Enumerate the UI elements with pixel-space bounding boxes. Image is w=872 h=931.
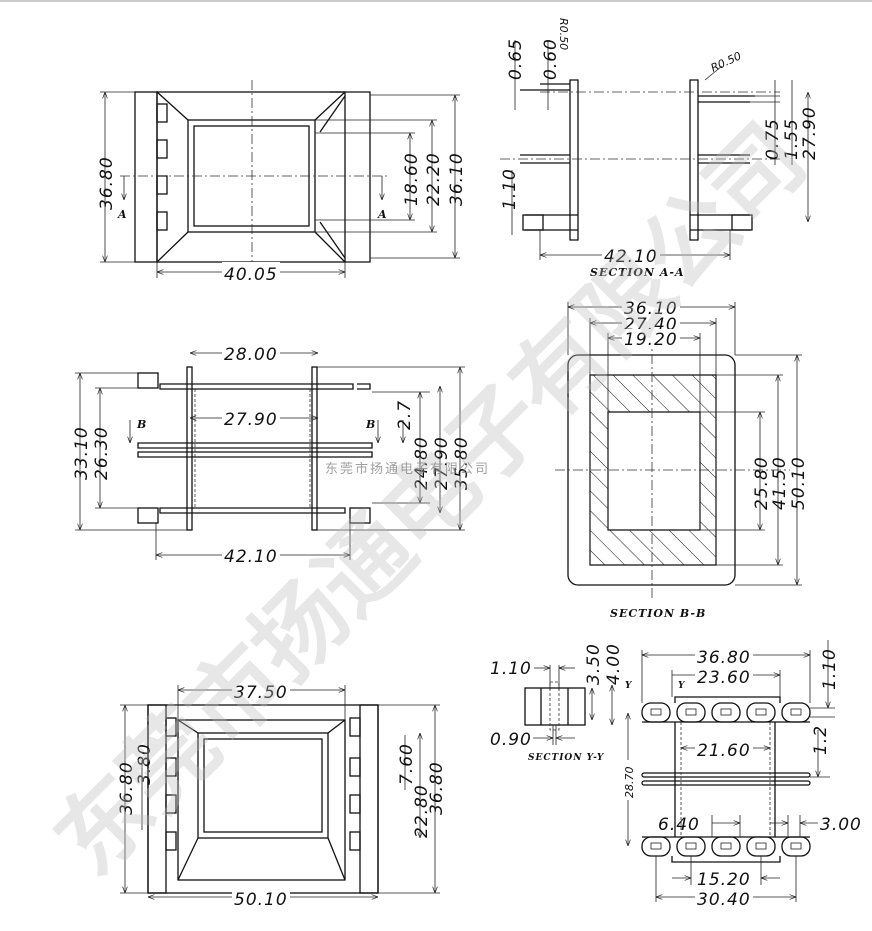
dim-1-2: 1.2 [811, 725, 831, 755]
dim-1-10: 1.10 [500, 168, 520, 210]
dim-35-80: 35.80 [452, 436, 472, 490]
dim-1-10-y: 1.10 [490, 659, 532, 679]
section-marker-y-left: Y [625, 681, 633, 691]
dim-42-10-side: 42.10 [224, 547, 278, 567]
dim-26-30: 26.30 [92, 426, 112, 480]
dim-0-90: 0.90 [490, 730, 532, 750]
dim-36-80-pins: 36.80 [697, 648, 751, 668]
dim-4-00: 4.00 [604, 643, 624, 685]
dim-3-50: 3.50 [584, 643, 604, 685]
dim-22-80: 22.80 [412, 784, 432, 838]
dim-1-10-pins: 1.10 [820, 648, 840, 690]
dim-1-55: 1.55 [782, 118, 802, 160]
side-view: 28.00 27.90 42.10 33.10 26.30 B B 2.7 24… [72, 343, 472, 567]
top-view: 36.80 40.05 18.60 22.20 36.10 A A [97, 80, 467, 285]
section-b-b-view: 36.10 27.40 19.20 25.80 41.50 50.10 SECT… [555, 298, 809, 620]
section-a-a-view: 0.65 0.60 R0.50 R0.50 0.75 1.55 27.90 1.… [500, 18, 820, 279]
section-y-y-title: SECTION Y-Y [528, 753, 605, 763]
dim-27-90-right: 27.90 [432, 436, 452, 490]
dim-3-80: 3.80 [135, 743, 155, 785]
dim-36-10: 36.10 [447, 152, 467, 206]
section-marker-y-right: Y [678, 681, 686, 691]
dim-36-80-right: 36.80 [427, 761, 447, 815]
dim-28-70: 28.70 [623, 767, 636, 799]
dim-41-50: 41.50 [770, 456, 790, 510]
watermark-small: 东莞市扬通电子有限公司 [325, 461, 490, 477]
pin-view: 36.80 23.60 Y Y 21.60 28.70 1.10 1.2 6.4… [619, 640, 862, 910]
section-marker-b-left: B [136, 418, 147, 431]
dim-24-80: 24.80 [412, 436, 432, 490]
radius-right: R0.50 [709, 49, 744, 74]
dim-33-10: 33.10 [72, 426, 92, 480]
section-y-y-view: 1.10 0.90 3.50 4.00 SECTION Y-Y [490, 643, 624, 763]
dim-27-90: 27.90 [224, 410, 278, 430]
dim-0-65: 0.65 [506, 38, 526, 80]
dim-22-20: 22.20 [424, 152, 444, 206]
dim-19-20: 19.20 [624, 330, 678, 350]
dim-28-00: 28.00 [224, 345, 278, 365]
radius-left: R0.50 [557, 18, 570, 50]
dim-36-80-left: 36.80 [117, 761, 137, 815]
dim-42-10: 42.10 [604, 247, 658, 267]
dim-6-40: 6.40 [658, 815, 700, 835]
section-marker-b-right: B [365, 418, 376, 431]
dim-50-10-b: 50.10 [789, 456, 809, 510]
bottom-view: 37.50 50.10 36.80 3.80 7.60 22.80 36.80 [117, 681, 447, 910]
dim-0-75: 0.75 [763, 118, 783, 160]
dim-2-7: 2.7 [395, 400, 415, 430]
dim-18-60: 18.60 [402, 152, 422, 206]
dim-27-90: 27.90 [800, 106, 820, 160]
dim-40-05: 40.05 [224, 265, 278, 285]
dim-25-80: 25.80 [752, 456, 772, 510]
section-marker-a-right: A [377, 208, 388, 221]
dim-3-00: 3.00 [820, 815, 862, 835]
section-marker-a-left: A [117, 208, 128, 221]
dim-23-60: 23.60 [697, 668, 751, 688]
dim-15-20: 15.20 [697, 870, 751, 890]
section-b-b-title: SECTION B-B [610, 607, 706, 620]
dim-37-50: 37.50 [234, 683, 288, 703]
dim-50-10-bottom: 50.10 [234, 890, 288, 910]
dim-30-40: 30.40 [697, 890, 751, 910]
dim-7-60: 7.60 [397, 743, 417, 785]
dim-0-60: 0.60 [541, 38, 561, 80]
dim-36-80: 36.80 [97, 156, 117, 210]
dim-21-60: 21.60 [697, 741, 751, 761]
section-a-a-title: SECTION A-A [590, 266, 685, 279]
